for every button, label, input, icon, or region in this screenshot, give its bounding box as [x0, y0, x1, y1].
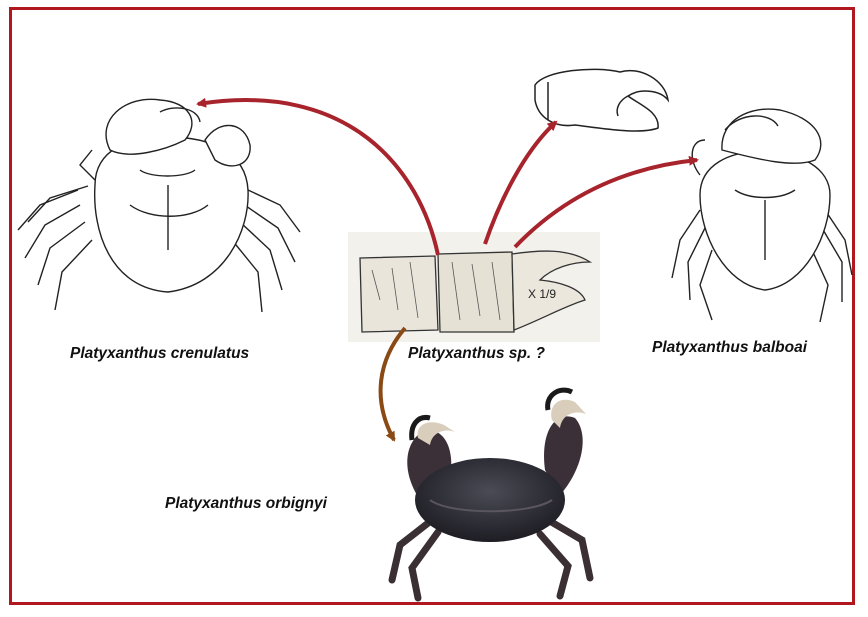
- arrow-to-orbignyi: [381, 328, 405, 440]
- crab-orbignyi-photo: [392, 390, 590, 598]
- crab-crenulatus-drawing: [18, 99, 300, 312]
- fossil-claw-fragment: [348, 232, 600, 342]
- label-balboai: Platyxanthus balboai: [652, 339, 807, 357]
- crab-balboai-drawing: [672, 109, 852, 322]
- label-sp: Platyxanthus sp. ?: [408, 345, 545, 363]
- label-orbignyi: Platyxanthus orbignyi: [165, 495, 327, 513]
- scale-label: X 1/9: [528, 287, 556, 301]
- label-crenulatus: Platyxanthus crenulatus: [70, 345, 249, 363]
- arrow-to-claw: [485, 122, 556, 244]
